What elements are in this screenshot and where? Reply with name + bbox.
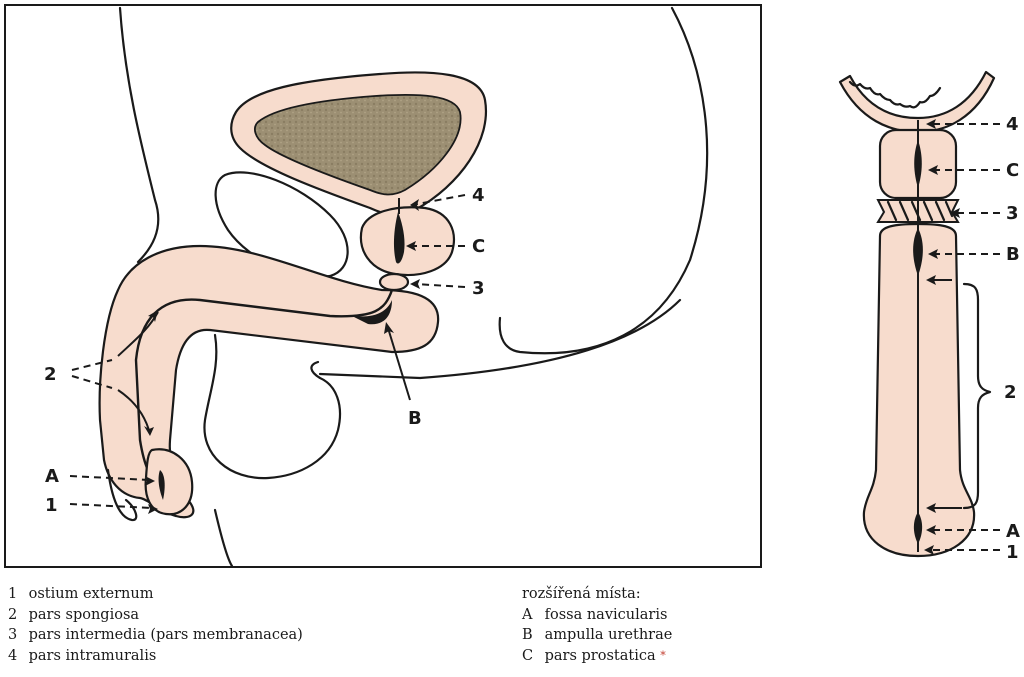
legend-item: C pars prostatica * [522, 646, 672, 667]
scrotum [203, 333, 342, 480]
schematic-bladder-arc [838, 70, 996, 134]
legend-item: 1 ostium externum [8, 584, 303, 605]
left-callouts: 4 C 3 B 2 A 1 [44, 185, 485, 516]
callout-left-3: 3 [472, 278, 485, 299]
spongy-brace [962, 282, 992, 510]
membranous-urethra [378, 272, 410, 292]
bladder-lumen [254, 93, 462, 196]
thigh-contour [213, 508, 234, 568]
legend-text: pars spongiosa [28, 606, 140, 623]
callout-right-1: 1 [1006, 542, 1019, 563]
legend-text: pars intermedia (pars membranacea) [28, 627, 303, 643]
legend-text: ampulla urethrae [544, 627, 673, 643]
callout-left-1: 1 [45, 495, 58, 516]
callout-left-2: 2 [44, 364, 57, 385]
legend-item: B ampulla urethrae [522, 625, 672, 646]
legend-key: 1 [8, 586, 18, 602]
callout-left-4: 4 [472, 185, 485, 206]
legend-text: ostium externum [28, 586, 154, 602]
legend-mark: * [660, 648, 666, 662]
callout-left-B: B [408, 408, 422, 429]
callout-right-4: 4 [1006, 114, 1019, 135]
callout-left-A: A [45, 466, 59, 487]
legend-item: A fossa navicularis [522, 605, 672, 626]
legend-key: 4 [8, 647, 18, 664]
perineum-contour [318, 298, 682, 380]
legend-key: 2 [8, 606, 18, 623]
callout-right-2: 2 [1004, 382, 1017, 403]
legend-dilations: rozšířená místa: A fossa navicularis B a… [522, 584, 672, 666]
legend-text: pars prostatica [544, 647, 656, 664]
bulbar-dilation [352, 300, 392, 325]
body-contour-front [118, 6, 160, 264]
prostatic-urethra [393, 212, 405, 264]
legend-text: pars intramuralis [28, 647, 157, 664]
fossa-navicularis-left [158, 470, 165, 500]
legend-key: 3 [8, 627, 18, 643]
legend-key: C [522, 647, 534, 664]
callout-right-3: 3 [1006, 203, 1019, 224]
glans [144, 448, 194, 516]
legend-key: B [522, 627, 533, 643]
schematic-ampulla [913, 228, 923, 276]
left-panel-frame [4, 4, 762, 568]
callout-right-B: B [1006, 244, 1020, 265]
legend-item: 4 pars intramuralis [8, 646, 303, 667]
legend-text: fossa navicularis [544, 606, 668, 623]
schematic-membranous-hatch [886, 200, 954, 222]
legend-item: 2 pars spongiosa [8, 605, 303, 626]
schematic-bladder-rugae [848, 80, 942, 109]
legend-key: A [522, 606, 533, 623]
legend-item: 3 pars intermedia (pars membranacea) [8, 625, 303, 646]
legend-parts: 1 ostium externum 2 pars spongiosa 3 par… [8, 584, 303, 666]
prostate [359, 206, 455, 277]
schematic-fossa-navicularis [913, 512, 923, 544]
callout-right-C: C [1006, 160, 1019, 181]
legend-heading: rozšířená místa: [522, 586, 641, 602]
callout-left-C: C [472, 236, 485, 257]
urethra-schematic: 4 C 3 B 2 A 1 [838, 70, 1020, 563]
body-contour-back [498, 6, 709, 355]
callout-right-A: A [1006, 521, 1020, 542]
